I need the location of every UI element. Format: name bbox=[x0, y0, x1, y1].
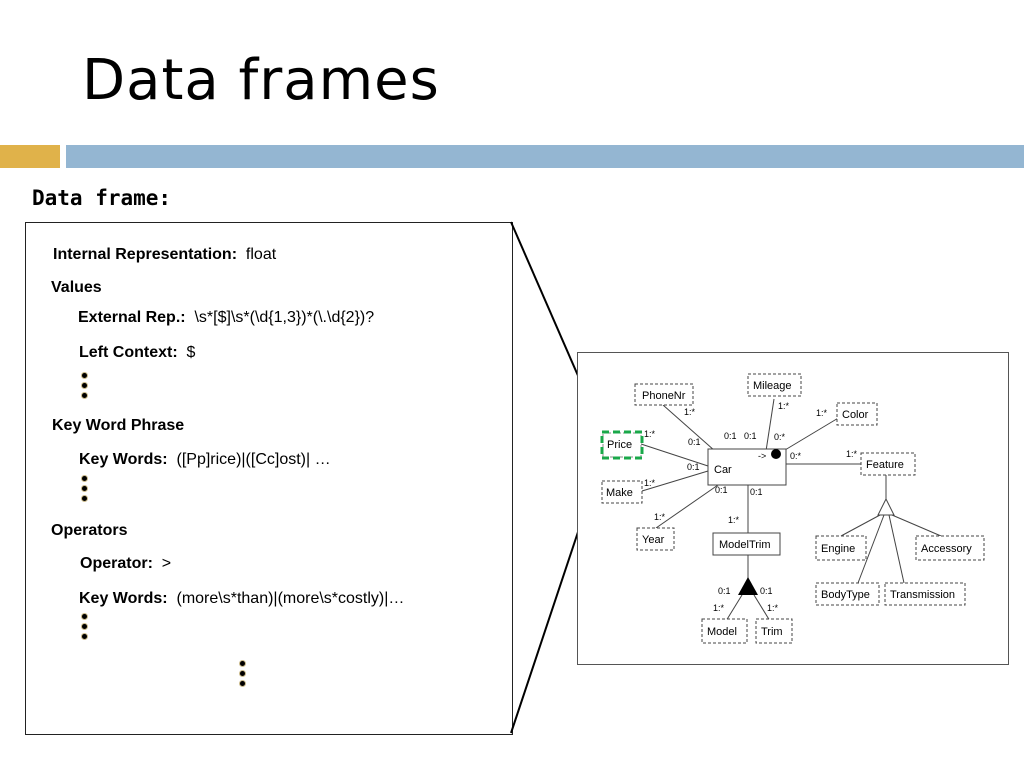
cardinality-label: 0:1 bbox=[724, 431, 737, 441]
values-heading: Values bbox=[51, 279, 102, 297]
price-node-label: Price bbox=[607, 439, 632, 451]
left-context-value: $ bbox=[186, 344, 196, 361]
cardinality-label: 1:* bbox=[846, 449, 858, 459]
cardinality-label: 1:* bbox=[644, 429, 656, 439]
make-node bbox=[601, 480, 643, 504]
make-node-label: Make bbox=[606, 487, 633, 499]
cardinality-label: 0:1 bbox=[750, 487, 763, 497]
keywords-line: Key Words: ([Pp]rice)|([Cc]ost)| … bbox=[79, 451, 331, 469]
feature-node bbox=[860, 452, 916, 476]
accessory-node-label: Accessory bbox=[921, 543, 972, 555]
keyword-phrase-heading-text: Key Word Phrase bbox=[52, 417, 185, 434]
model-node bbox=[701, 618, 748, 644]
op-keywords-value: (more\s*than)|(more\s*costly)|… bbox=[176, 590, 405, 607]
cardinality-label: 0:1 bbox=[687, 462, 700, 472]
cardinality-label: 0:1 bbox=[760, 586, 773, 596]
feature-node-label: Feature bbox=[866, 459, 904, 471]
operator-label: Operator: bbox=[80, 555, 153, 572]
operators-heading: Operators bbox=[51, 522, 127, 540]
ellipsis-dots bbox=[82, 614, 88, 644]
ellipsis-dots bbox=[240, 661, 246, 691]
slide-subtitle: Data frame: bbox=[32, 186, 172, 210]
car-node-label: Car bbox=[714, 464, 732, 476]
phonenr-node-label: PhoneNr bbox=[642, 390, 686, 402]
operator-line: Operator: > bbox=[80, 555, 171, 573]
accessory-node bbox=[915, 535, 985, 561]
cardinality-label: 1:* bbox=[816, 408, 828, 418]
keywords-value: ([Pp]rice)|([Cc]ost)| … bbox=[176, 451, 331, 468]
color-node-label: Color bbox=[842, 409, 869, 421]
cardinality-label: 0:1 bbox=[718, 586, 731, 596]
cardinality-label: 1:* bbox=[728, 515, 740, 525]
year-node-label: Year bbox=[642, 534, 665, 546]
accent-bar-gold bbox=[0, 145, 60, 168]
cardinality-label: 1:* bbox=[713, 603, 725, 613]
car-bullet bbox=[771, 449, 781, 459]
values-heading-text: Values bbox=[51, 279, 102, 296]
cardinality-label: 0:1 bbox=[744, 431, 757, 441]
ellipsis-dots bbox=[82, 476, 88, 506]
operators-heading-text: Operators bbox=[51, 522, 128, 539]
er-diagram-svg: Car -> ModelTrim PhoneNr Mileage Color bbox=[600, 373, 985, 644]
cardinality-label: 1:* bbox=[767, 603, 779, 613]
left-context-line: Left Context: $ bbox=[79, 344, 195, 362]
cardinality-label: 1:* bbox=[684, 407, 696, 417]
internal-rep-line: Internal Representation: float bbox=[53, 246, 276, 264]
transmission-node bbox=[884, 582, 966, 606]
modeltrim-node bbox=[712, 532, 781, 556]
year-node bbox=[636, 527, 675, 551]
trim-node-label: Trim bbox=[761, 626, 783, 638]
color-node bbox=[836, 402, 878, 426]
external-rep-label: External Rep.: bbox=[78, 309, 186, 326]
ellipsis-dots bbox=[82, 373, 88, 403]
cardinality-label: 0:* bbox=[774, 432, 786, 442]
phonenr-node bbox=[634, 383, 694, 406]
transmission-node-label: Transmission bbox=[890, 589, 955, 601]
slide-title: Data frames bbox=[82, 48, 440, 113]
trim-node bbox=[755, 618, 793, 644]
external-rep-line: External Rep.: \s*[$]\s*(\d{1,3})*(\.\d{… bbox=[78, 309, 374, 327]
cardinality-label: 1:* bbox=[644, 478, 656, 488]
price-node bbox=[602, 432, 642, 458]
cardinality-label: 0:1 bbox=[688, 437, 701, 447]
cardinality-label: 1:* bbox=[778, 401, 790, 411]
modeltrim-node-label: ModelTrim bbox=[719, 539, 771, 551]
engine-node bbox=[815, 535, 867, 561]
bodytype-node bbox=[815, 582, 880, 606]
internal-rep-value: float bbox=[245, 246, 277, 263]
engine-node-label: Engine bbox=[821, 543, 855, 555]
generalization-triangle bbox=[877, 497, 895, 516]
left-context-label: Left Context: bbox=[79, 344, 178, 361]
keyword-phrase-heading: Key Word Phrase bbox=[52, 417, 184, 435]
operator-value: > bbox=[161, 555, 172, 572]
internal-rep-label: Internal Representation: bbox=[53, 246, 238, 263]
cardinality-label: 1:* bbox=[654, 512, 666, 522]
cardinality-label: 0:* bbox=[790, 451, 802, 461]
er-diagram: Car -> ModelTrim PhoneNr Mileage Color bbox=[577, 352, 1009, 665]
accent-bar-blue bbox=[66, 145, 1024, 168]
op-keywords-label: Key Words: bbox=[79, 590, 168, 607]
mileage-node bbox=[747, 373, 802, 397]
cardinality-label: 0:1 bbox=[715, 485, 728, 495]
car-arrow-label: -> bbox=[758, 451, 766, 461]
op-keywords-line: Key Words: (more\s*than)|(more\s*costly)… bbox=[79, 590, 404, 608]
external-rep-value: \s*[$]\s*(\d{1,3})*(\.\d{2})? bbox=[194, 309, 375, 326]
aggregation-triangle bbox=[738, 577, 758, 595]
mileage-node-label: Mileage bbox=[753, 380, 792, 392]
model-node-label: Model bbox=[707, 626, 737, 638]
bodytype-node-label: BodyType bbox=[821, 589, 870, 601]
keywords-label: Key Words: bbox=[79, 451, 168, 468]
data-frame-box bbox=[25, 222, 513, 735]
